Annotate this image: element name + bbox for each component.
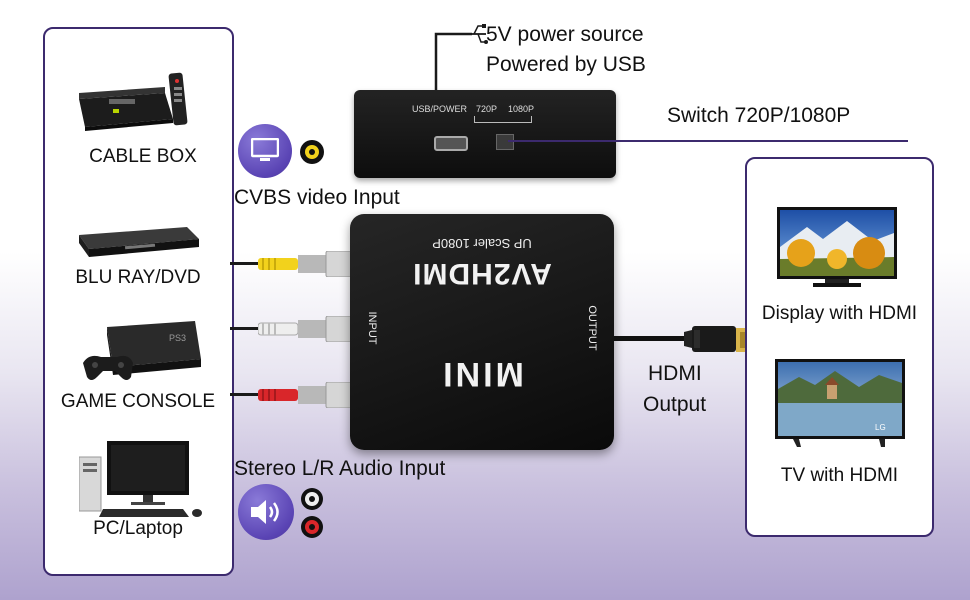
white-rca-plug [258, 316, 354, 342]
white-rca-dot-icon [301, 488, 323, 510]
720p-port-label: 720P [476, 104, 498, 114]
red-rca-dot-icon [301, 516, 323, 538]
micro-usb-port [434, 136, 468, 151]
speaker-icon [251, 500, 279, 524]
cvbs-input-label: CVBS video Input [234, 186, 400, 209]
usb-power-port-label: USB/POWER [412, 104, 468, 114]
hdmi-output-label-2: Output [643, 393, 707, 416]
game-console-image: PS3 [83, 321, 201, 380]
svg-text:LG: LG [875, 423, 886, 432]
blu-ray-label: BLU RAY/DVD [75, 267, 201, 288]
blu-ray-player-image [79, 227, 199, 257]
red-rca-plug [258, 382, 354, 408]
tv-label: TV with HDMI [780, 465, 899, 486]
output-side-text: OUTPUT [586, 305, 598, 351]
input-side-text: INPUT [366, 311, 378, 345]
cable-box-label: CABLE BOX [89, 146, 197, 167]
tv-image: LG [775, 359, 905, 447]
audio-input-label: Stereo L/R Audio Input [234, 457, 446, 480]
usb-power-cable [434, 24, 488, 94]
cable-box-image [79, 72, 188, 131]
hdmi-output-label-1: HDMI [648, 362, 702, 385]
svg-text:PS3: PS3 [169, 333, 186, 343]
model-text: MINI [440, 355, 524, 393]
game-console-label: GAME CONSOLE [60, 391, 216, 412]
pc-laptop-label: PC/Laptop [93, 518, 183, 539]
brand-name-text: AV2HDMI [412, 257, 552, 290]
switch-pointer-line [508, 140, 908, 142]
powered-by-usb-label: Powered by USB [486, 53, 646, 76]
1080p-port-label: 1080P [508, 104, 535, 114]
yellow-rca-dot-icon [300, 140, 324, 164]
converter-back-panel: USB/POWER 720P 1080P [354, 90, 616, 178]
hdmi-cable [614, 326, 754, 352]
yellow-rca-cable [230, 262, 260, 265]
pc-laptop-image [79, 441, 202, 517]
switch-resolution-label: Switch 720P/1080P [667, 104, 851, 127]
source-devices-panel: CABLE BOX BLU RAY/DVD PS3 GAME CONSOLE P… [43, 27, 234, 576]
yellow-rca-plug [258, 251, 354, 277]
usb-icon [472, 24, 488, 44]
monitor-icon [251, 138, 279, 161]
audio-input-badge [238, 484, 294, 540]
port-bracket [474, 116, 532, 123]
hdmi-display-image [777, 207, 897, 287]
white-rca-cable [230, 327, 260, 330]
video-input-badge [238, 124, 292, 178]
scaler-text: UP Scaler 1080P [432, 236, 532, 251]
hdmi-display-label: Display with HDMI [761, 303, 918, 324]
power-source-label: 5V power source [486, 23, 644, 46]
resolution-switch[interactable] [496, 134, 514, 150]
av2hdmi-converter: UP Scaler 1080P AV2HDMI MINI INPUT OUTPU… [350, 214, 614, 450]
red-rca-cable [230, 393, 260, 396]
display-devices-panel: Display with HDMI LG TV with HDMI [745, 157, 934, 537]
